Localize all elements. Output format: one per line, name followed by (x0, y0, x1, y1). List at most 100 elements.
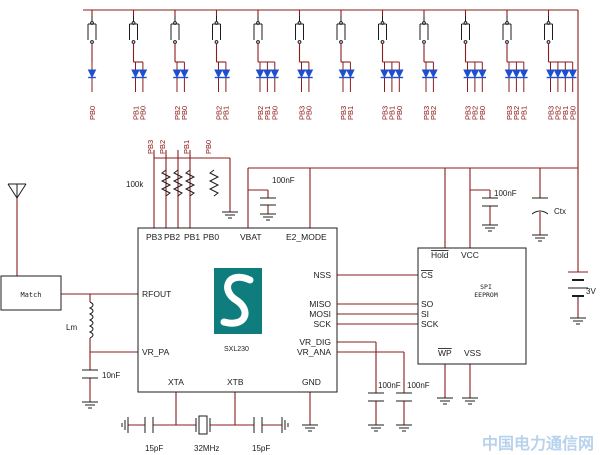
pullup-resistors (160, 169, 220, 197)
keypad-net-label: PB1 (388, 106, 397, 120)
diode-icon (172, 69, 182, 79)
chip-pin-xta: XTA (168, 377, 184, 387)
crystal (195, 415, 211, 435)
pullup-label-pb1: PB1 (182, 140, 191, 154)
wiring (16, 9, 579, 426)
keypad-net-label: PB0 (88, 106, 97, 120)
keypad-net-label: PB3 (546, 106, 555, 120)
keypad-net-label: PB2 (554, 106, 563, 120)
vcc-capacitor (482, 197, 498, 207)
chip-pin-pb2: PB2 (164, 232, 180, 242)
xta-cap-label: 15pF (145, 444, 163, 453)
keypad-net-label: PB1 (222, 106, 231, 120)
keypad-net-label: PB2 (256, 106, 265, 120)
ground-icon (437, 397, 453, 405)
eeprom-pin-si: SI (421, 309, 429, 319)
eeprom-pin-so: SO (421, 299, 434, 309)
keypad-net-label: PB0 (271, 106, 280, 120)
keypad-net-label: PB3 (505, 106, 514, 120)
ground-icon (396, 424, 412, 432)
push-switch-icon (170, 16, 180, 44)
chip-pin-pb0: PB0 (203, 232, 219, 242)
diode-icon (380, 69, 389, 79)
match-network (0, 275, 62, 311)
chip-pin-rfout: RFOUT (142, 289, 171, 299)
ctx-label: Ctx (554, 207, 566, 216)
vana-capacitor (396, 392, 412, 402)
keypad-net-label: PB0 (305, 106, 314, 120)
diode-icon (387, 69, 397, 79)
chip-pin-vr-pa: VR_PA (142, 347, 170, 357)
push-switch-icon (212, 16, 221, 44)
push-switch-icon (544, 16, 553, 44)
keypad-net-label: PB2 (429, 106, 438, 120)
push-switch-icon (295, 16, 304, 44)
diode-icon (546, 69, 555, 79)
chip-pin-e2-mode: E2_MODE (286, 232, 327, 242)
diode-icon (477, 69, 487, 79)
push-switch-icon (336, 16, 346, 44)
chip-pin-pb1: PB1 (184, 232, 200, 242)
vbat-capacitor (260, 197, 276, 206)
chip-pin-vbat: VBAT (240, 232, 262, 242)
vcc-cap-label: 100nF (494, 189, 517, 198)
keypad-net-label: PB2 (173, 106, 182, 120)
watermark: 中国电力通信网 (482, 434, 594, 453)
ctx-capacitor (531, 197, 549, 215)
push-switch-icon (378, 16, 387, 44)
keypad-net-label: PB0 (139, 106, 148, 120)
diode-icon (568, 69, 578, 79)
inductor-coil (88, 301, 94, 339)
push-switch-icon (502, 16, 512, 44)
pullup-label-pb3: PB3 (146, 140, 155, 154)
diode-icon (180, 69, 189, 79)
pullup-label-pb2: PB2 (158, 140, 167, 154)
battery (568, 271, 588, 300)
diode-icon (297, 69, 306, 79)
diode-icon (553, 69, 563, 79)
diode-icon (463, 69, 472, 79)
xta-capacitor (144, 417, 154, 433)
xtb-capacitor (253, 417, 263, 433)
eeprom-pin-vss: VSS (464, 348, 481, 358)
chip-pin-nss: NSS (314, 270, 332, 280)
chip-pin-pb3: PB3 (146, 232, 162, 242)
diode-icon (255, 69, 265, 79)
push-switch-icon (129, 16, 138, 44)
chip-pin-gnd: GND (302, 377, 321, 387)
keypad-net-label: PB1 (263, 106, 272, 120)
keypad-net-label: PB0 (180, 106, 189, 120)
ground-icon (260, 213, 276, 221)
eeprom-pin-sck: SCK (421, 319, 439, 329)
keypad-net-label: PB2 (214, 106, 223, 120)
diode-icon (87, 69, 97, 79)
diode-icon (304, 69, 314, 79)
diode-icon (214, 69, 223, 79)
pa-capacitor (82, 369, 98, 379)
eeprom-pin-vcc: VCC (461, 250, 479, 260)
diode-icon (394, 69, 404, 79)
eeprom-title-spi: SPI (480, 283, 492, 291)
ground-icon (570, 317, 586, 325)
keypad-net-label: PB1 (131, 106, 140, 120)
chip-part-number: SXL230 (224, 346, 249, 353)
diode-icon (429, 69, 438, 79)
diode-icon (131, 69, 140, 79)
pullup-label-pb0: PB0 (204, 140, 213, 154)
xtb-cap-label: 15pF (252, 444, 270, 453)
eeprom-pin-wp: WP (438, 348, 452, 358)
diode-icon (504, 69, 514, 79)
diode-icon (560, 69, 570, 79)
keypad-key: PB0 (87, 10, 97, 120)
keypad-net-label: PB1 (561, 106, 570, 120)
antenna-icon (7, 183, 27, 199)
match-label: Match (20, 291, 41, 299)
